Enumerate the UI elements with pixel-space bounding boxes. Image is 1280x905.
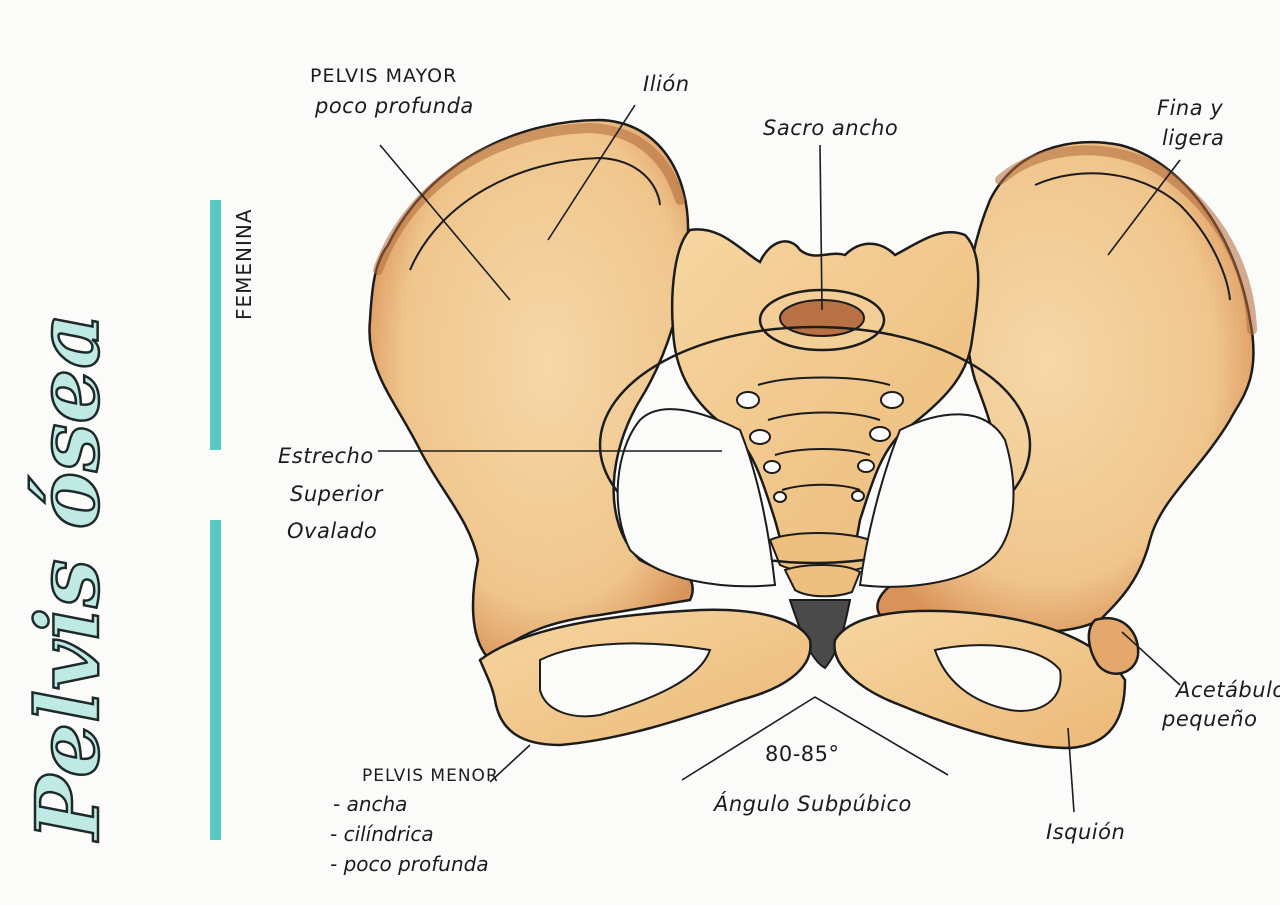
- leader-acetabulo: [1121, 631, 1181, 686]
- acetabulum: [1087, 617, 1140, 675]
- label-angulo-valor: 80-85°: [765, 742, 840, 766]
- sacral-ridge: [757, 376, 891, 386]
- leader-fina: [1107, 159, 1181, 256]
- sacral-foramen: [763, 460, 781, 474]
- sacral-foramen: [857, 459, 875, 473]
- sacral-foramen: [880, 391, 904, 409]
- subpubic-angle-lines: [681, 696, 949, 781]
- leader-pelvis-mayor: [379, 144, 511, 301]
- leader-lines: [378, 104, 1181, 813]
- pelvis-menor-item: - ancha: [333, 792, 408, 816]
- label-sacro: Sacro ancho: [763, 116, 899, 140]
- label-ligera: ligera: [1162, 126, 1225, 150]
- label-pelvis-menor: PELVIS MENOR: [362, 766, 499, 786]
- right-iliac-crest: [995, 145, 1257, 335]
- label-estrecho: Estrecho: [278, 444, 374, 468]
- accent-bar-top: [210, 200, 221, 450]
- pelvis-menor-item: - cilíndrica: [330, 822, 434, 846]
- leader-pelvis-menor: [489, 744, 531, 783]
- sacral-tip: [783, 563, 862, 598]
- sacral-ridge: [767, 411, 881, 421]
- left-iliac-crest: [373, 122, 685, 275]
- sacral-foramen: [749, 429, 771, 445]
- page-subtitle: FEMENINA: [232, 208, 256, 320]
- label-acetabulo-desc: pequeño: [1162, 707, 1258, 731]
- left-obturator-foramen: [539, 642, 712, 718]
- pelvis-menor-item: - poco profunda: [330, 852, 489, 876]
- sacral-foramen: [773, 491, 787, 503]
- right-iliac-line: [1034, 172, 1231, 301]
- sacrum: [670, 228, 980, 577]
- label-pelvis-mayor-desc: poco profunda: [315, 94, 474, 118]
- pelvic-inlet-left-opening: [616, 408, 777, 588]
- label-ovalado: Ovalado: [287, 519, 378, 543]
- label-acetabulo: Acetábulo: [1176, 678, 1280, 702]
- pelvic-inlet-ring: [598, 325, 1032, 565]
- sacral-foramen: [851, 490, 865, 502]
- label-fina: Fina y: [1157, 96, 1224, 120]
- title-word-2: ósea: [17, 312, 121, 531]
- pelvic-inlet-right-opening: [858, 413, 1015, 588]
- label-superior: Superior: [290, 482, 383, 506]
- sacral-ridge: [774, 448, 871, 456]
- accent-bar-bottom: [210, 520, 221, 840]
- sacral-ridge: [781, 483, 861, 491]
- title-word-1: Pelvis: [17, 558, 121, 841]
- label-pelvis-mayor: PELVIS MAYOR: [310, 65, 458, 87]
- leader-ilion: [547, 104, 636, 241]
- leader-sacro: [819, 144, 823, 311]
- label-angulo-nombre: Ángulo Subpúbico: [714, 792, 912, 816]
- page-title: Pelvis ósea: [17, 312, 121, 841]
- label-ilion: Ilión: [643, 72, 690, 96]
- label-isquion: Isquión: [1046, 820, 1126, 844]
- left-iliac-line: [409, 156, 661, 271]
- leader-isquion: [1067, 727, 1075, 813]
- right-obturator-foramen: [933, 644, 1062, 712]
- sacral-foramen: [869, 426, 891, 442]
- sacral-foramen: [736, 391, 760, 409]
